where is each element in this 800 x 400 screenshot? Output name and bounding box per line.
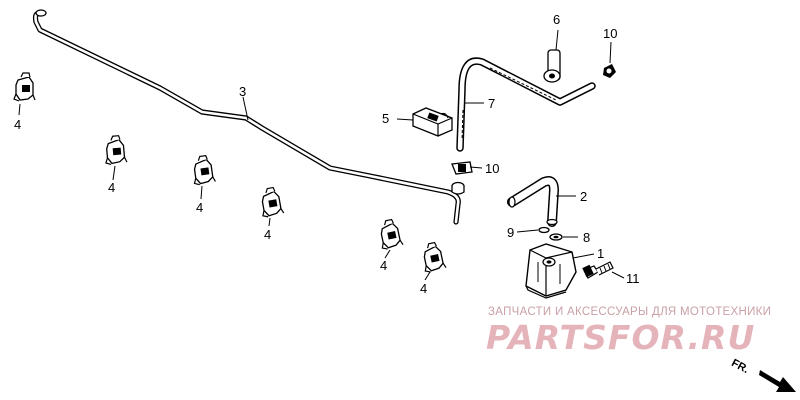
clip-10-upper bbox=[603, 64, 616, 78]
tube-3 bbox=[32, 9, 465, 225]
callout-1: 1 bbox=[597, 246, 604, 261]
callout-4d: 4 bbox=[264, 227, 271, 242]
clip-4d bbox=[257, 185, 285, 219]
callout-4e: 4 bbox=[380, 258, 387, 273]
body-1 bbox=[525, 243, 577, 299]
watermark-tagline: ЗАПЧАСТИ И АКСЕССУАРЫ ДЛЯ МОТОТЕХНИКИ bbox=[488, 306, 772, 318]
clip-4a bbox=[13, 72, 36, 102]
callout-4f: 4 bbox=[420, 281, 427, 296]
callout-10-upper: 10 bbox=[603, 26, 617, 41]
clip-4c bbox=[190, 154, 217, 187]
callout-4c: 4 bbox=[196, 200, 203, 215]
callout-4b: 4 bbox=[108, 180, 115, 195]
callout-labels: 3 4 4 4 4 4 4 5 6 10 7 10 2 9 8 1 11 bbox=[14, 12, 640, 296]
callout-2: 2 bbox=[580, 189, 587, 204]
filter-8 bbox=[549, 233, 563, 241]
callout-11: 11 bbox=[626, 271, 640, 286]
holder-5 bbox=[412, 107, 453, 137]
leader-lines bbox=[18, 29, 625, 281]
clip-4e bbox=[376, 217, 404, 251]
clip-10-lower bbox=[451, 161, 473, 175]
callout-9: 9 bbox=[507, 225, 514, 240]
callout-6: 6 bbox=[553, 12, 560, 27]
bolt-11 bbox=[582, 261, 614, 279]
front-direction-arrow bbox=[759, 370, 796, 392]
clip-4f bbox=[419, 240, 447, 274]
callout-10-lower: 10 bbox=[485, 161, 499, 176]
clip-4b bbox=[102, 134, 128, 166]
watermark-logo: PARTSFOR.RU bbox=[486, 318, 756, 357]
callout-4a: 4 bbox=[14, 117, 21, 132]
oring-9 bbox=[538, 226, 550, 234]
clamp-6 bbox=[543, 49, 561, 83]
callout-7: 7 bbox=[488, 96, 495, 111]
callout-8: 8 bbox=[583, 230, 590, 245]
callout-3: 3 bbox=[239, 84, 246, 99]
elbow-hose-2 bbox=[507, 176, 559, 227]
hose-7 bbox=[456, 57, 596, 152]
callout-5: 5 bbox=[382, 111, 389, 126]
